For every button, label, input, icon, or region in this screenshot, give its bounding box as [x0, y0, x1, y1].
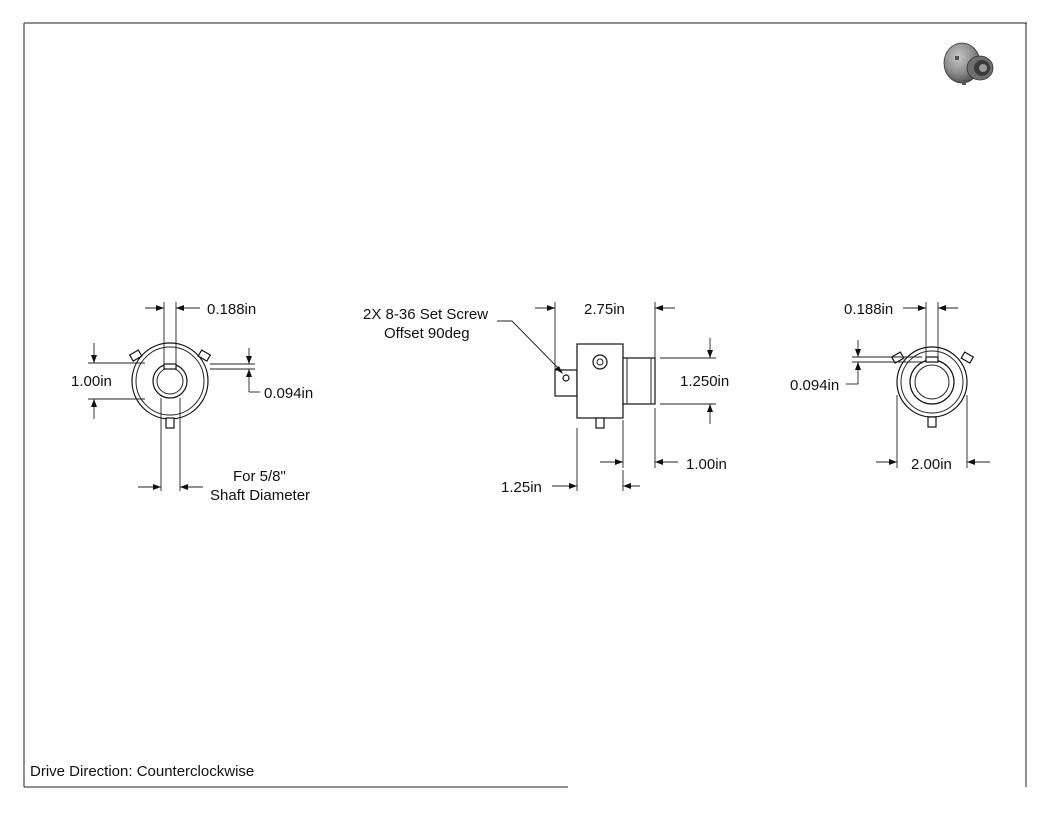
- right-dim-0094: 0.094in: [790, 340, 922, 394]
- right-dim-0094-label: 0.094in: [790, 377, 839, 394]
- left-dim-100-label: 1.00in: [71, 373, 112, 390]
- side-dim-275-label: 2.75in: [584, 301, 625, 318]
- side-callout: 2X 8-36 Set Screw Offset 90deg: [363, 306, 563, 374]
- left-dim-0094-label: 0.094in: [264, 385, 313, 402]
- left-dim-0094: 0.094in: [210, 348, 313, 402]
- side-dim-100: 1.00in: [600, 408, 727, 473]
- left-dim-0188-label: 0.188in: [207, 301, 256, 318]
- right-view: 0.188in 0.094in 2.00in: [790, 301, 990, 473]
- side-view: 2X 8-36 Set Screw Offset 90deg 2.75in 1.…: [363, 301, 729, 496]
- side-dim-125-label: 1.25in: [501, 479, 542, 496]
- left-dim-shaft: For 5/8" Shaft Diameter: [138, 398, 310, 504]
- left-view-part: [128, 342, 212, 429]
- side-dim-1250: 1.250in: [660, 338, 729, 424]
- right-dim-200-label: 2.00in: [911, 456, 952, 473]
- set-screw-callout-line1: 2X 8-36 Set Screw: [363, 306, 488, 323]
- drive-direction-note: Drive Direction: Counterclockwise: [30, 763, 254, 780]
- isometric-thumbnail: [943, 42, 994, 85]
- right-dim-0188: 0.188in: [844, 301, 958, 358]
- side-view-part: [554, 343, 656, 429]
- left-dim-0188: 0.188in: [145, 301, 256, 366]
- right-dim-200: 2.00in: [876, 395, 990, 473]
- left-shaft-note-line1: For 5/8": [233, 468, 286, 485]
- set-screw-callout-line2: Offset 90deg: [384, 325, 470, 342]
- side-dim-100-label: 1.00in: [686, 456, 727, 473]
- side-dim-275: 2.75in: [535, 301, 675, 370]
- left-shaft-note-line2: Shaft Diameter: [210, 487, 310, 504]
- left-dim-100: 1.00in: [71, 343, 145, 419]
- sheet-border: [23, 22, 1027, 788]
- left-view: 0.188in 1.00in 0.094in: [71, 301, 313, 504]
- side-dim-125: 1.25in: [501, 428, 640, 496]
- right-view-part: [890, 346, 975, 428]
- side-dim-1250-label: 1.250in: [680, 373, 729, 390]
- right-dim-0188-label: 0.188in: [844, 301, 893, 318]
